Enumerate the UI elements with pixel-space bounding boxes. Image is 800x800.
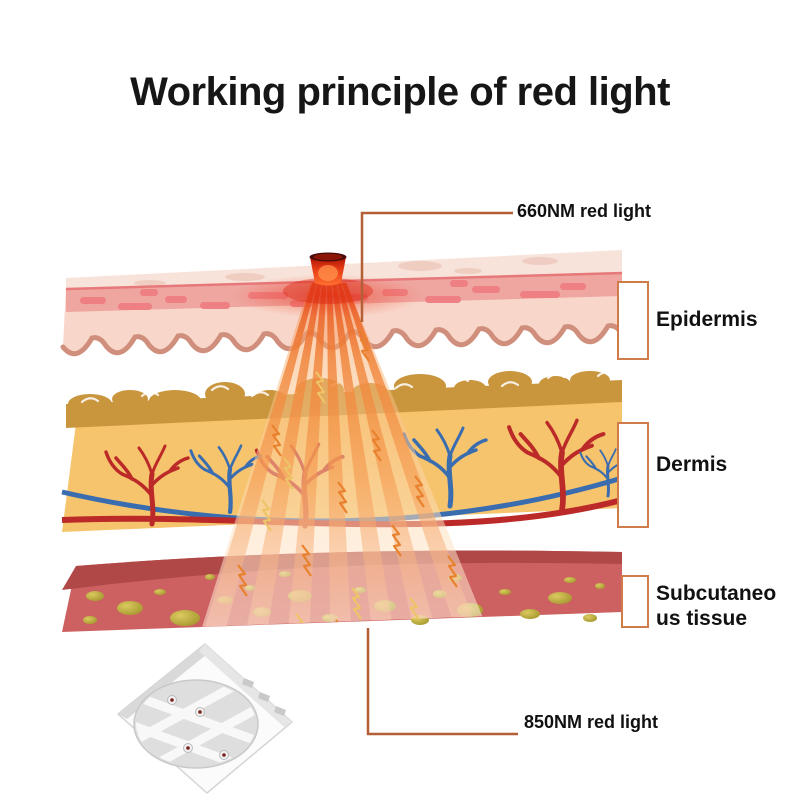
led-emitter xyxy=(309,252,347,286)
epidermis-bracket xyxy=(617,281,649,360)
surface-spots xyxy=(134,257,558,286)
leader-lines xyxy=(360,211,518,736)
subcutis-top-face xyxy=(62,550,622,590)
page-title: Working principle of red light xyxy=(130,70,670,114)
epidermis-surface xyxy=(66,250,622,288)
label-epidermis: Epidermis xyxy=(656,308,758,331)
label-660nm-red-light: 660NM red light xyxy=(517,201,652,221)
layer-brackets xyxy=(617,281,649,628)
chip-pins xyxy=(242,678,286,716)
leader-line-850 xyxy=(366,628,518,736)
leader-line-660 xyxy=(360,211,513,322)
led-chip-device xyxy=(116,643,294,794)
red-light-beams xyxy=(198,274,492,632)
label-subcutaneous-tissue: Subcutaneo us tissue xyxy=(656,582,777,631)
entry-glow xyxy=(233,274,423,318)
label-850nm-red-light: 850NM red light xyxy=(524,712,659,732)
dermis-bracket xyxy=(617,422,649,528)
subcutis-bracket xyxy=(621,575,649,628)
label-dermis: Dermis xyxy=(656,453,728,476)
chip-contacts xyxy=(167,695,229,760)
